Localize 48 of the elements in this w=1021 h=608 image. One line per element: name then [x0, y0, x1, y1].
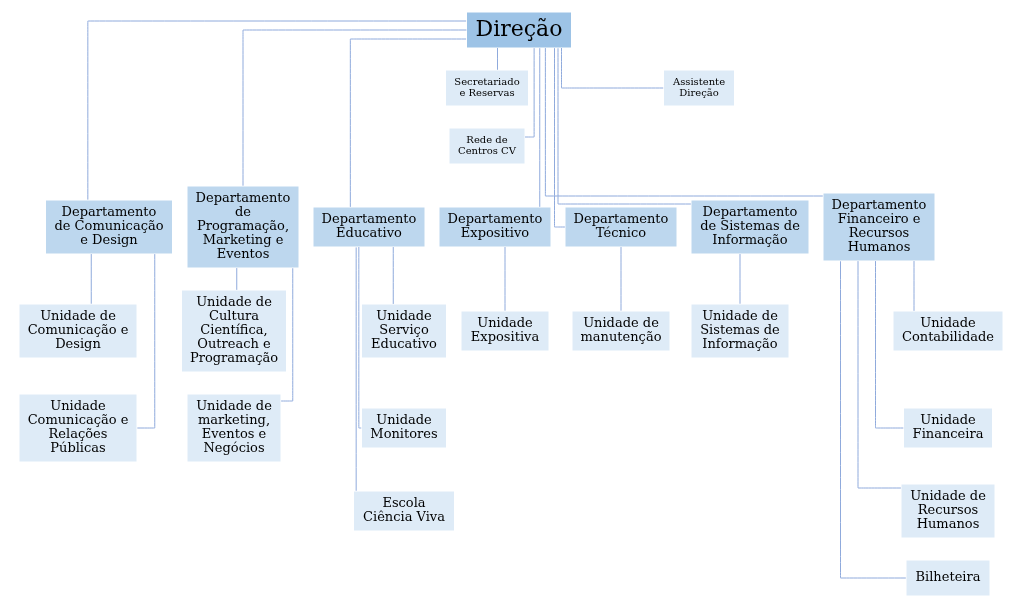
connector: [355, 246, 357, 492]
connector: [392, 246, 394, 305]
node-box: Departamento de Comunicação e Design: [44, 199, 173, 255]
node-box: Unidade Monitores: [360, 407, 447, 449]
connector: [544, 47, 823, 197]
node-box: Departamento de Sistemas de Informação: [690, 199, 809, 255]
node-box: Secretariado e Reservas: [444, 69, 529, 107]
node-box: Unidade Financeira: [902, 407, 993, 449]
connector: [349, 38, 467, 208]
node-box: Unidade Contabilidade: [892, 310, 1003, 352]
node-box: Unidade de Cultura Científica, Outreach e Programação: [180, 289, 287, 373]
node-box: Unidade de Sistemas de Informação: [690, 303, 789, 359]
connector: [496, 47, 498, 71]
node-box: Unidade de Comunicação e Design: [18, 303, 137, 359]
connector: [857, 260, 901, 489]
node-box: Departamento Técnico: [564, 206, 677, 248]
connector: [874, 260, 904, 429]
connector: [839, 260, 906, 579]
node-box: Rede de Centros CV: [448, 127, 525, 165]
connector: [504, 246, 505, 312]
connector: [357, 246, 362, 429]
node-box: Escola Ciência Viva: [352, 490, 455, 532]
node-box: Departamento Financeiro e Recursos Humanos: [822, 192, 935, 262]
connector: [739, 253, 740, 305]
node-box: Unidade Expositiva: [460, 310, 549, 352]
node-box: Bilheteira: [905, 559, 990, 597]
connector: [557, 47, 691, 205]
connector: [620, 246, 621, 312]
connector: [524, 47, 535, 138]
node-box: Unidade de marketing, Eventos e Negócios: [186, 393, 281, 463]
node-box: Assistente Direção: [662, 69, 735, 107]
connector: [538, 47, 540, 208]
node-box: Unidade Serviço Educativo: [360, 303, 447, 359]
node-box: Unidade de Recursos Humanos: [900, 483, 995, 539]
connector: [553, 47, 565, 228]
node-box: Unidade de manutenção: [571, 310, 670, 352]
connector: [90, 253, 92, 305]
connector: [242, 29, 467, 187]
node-box: Unidade Comunicação e Relações Públicas: [18, 393, 137, 463]
node-box: Direção: [465, 11, 572, 49]
node-box: Departamento Expositivo: [438, 206, 551, 248]
connector: [560, 47, 664, 89]
connector: [136, 253, 155, 429]
node-box: Departamento de Programação, Marketing e Eventos: [186, 185, 299, 269]
connector: [235, 267, 237, 291]
connector: [913, 260, 914, 312]
connector: [86, 20, 467, 201]
node-box: Departamento Educativo: [312, 206, 425, 248]
